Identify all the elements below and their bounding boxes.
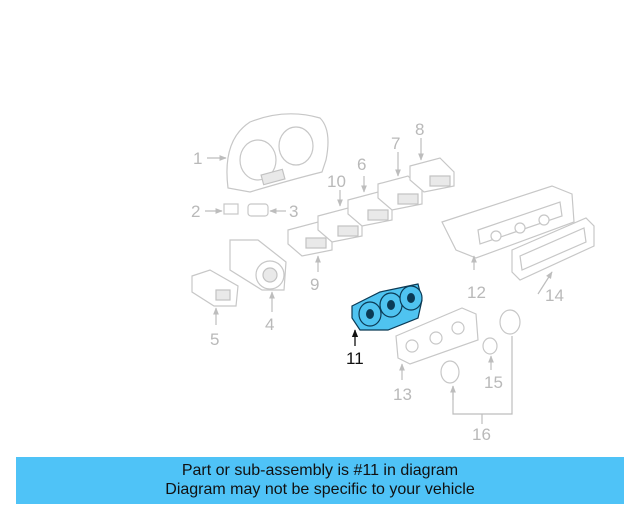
- instrument-cluster: 1: [193, 113, 329, 193]
- info-banner: Part or sub-assembly is #11 in diagram D…: [16, 457, 624, 504]
- label-10: 10: [327, 172, 346, 191]
- banner-line-2: Diagram may not be specific to your vehi…: [165, 481, 475, 498]
- label-8: 8: [415, 120, 424, 139]
- small-bulb-parts: 2 3: [191, 202, 298, 221]
- switch-7: 7: [377, 134, 423, 211]
- label-9: 9: [310, 275, 319, 294]
- label-5: 5: [210, 330, 219, 349]
- label-1: 1: [193, 149, 202, 168]
- trim-panel: 14: [511, 217, 595, 305]
- parts-diagram: 1 2 3 4 5 9 10 6: [191, 113, 595, 444]
- label-3: 3: [289, 202, 298, 221]
- label-6: 6: [357, 155, 366, 174]
- knobs: 15 16: [440, 309, 521, 444]
- switch-5: 5: [191, 269, 239, 349]
- headlight-switch: 4: [229, 239, 287, 334]
- label-11: 11: [346, 349, 364, 368]
- label-14: 14: [545, 286, 564, 305]
- label-7: 7: [391, 134, 400, 153]
- label-13: 13: [393, 385, 412, 404]
- label-2: 2: [191, 202, 200, 221]
- climate-control-unit: 12: [441, 185, 575, 302]
- label-16: 16: [472, 425, 491, 444]
- heater-control-highlighted: 11: [346, 283, 423, 368]
- label-15: 15: [484, 373, 503, 392]
- control-faceplate: 13: [393, 307, 479, 404]
- banner-line-1: Part or sub-assembly is #11 in diagram: [181, 462, 459, 479]
- switch-8: 8: [409, 120, 455, 193]
- label-4: 4: [265, 315, 274, 334]
- label-12: 12: [467, 283, 486, 302]
